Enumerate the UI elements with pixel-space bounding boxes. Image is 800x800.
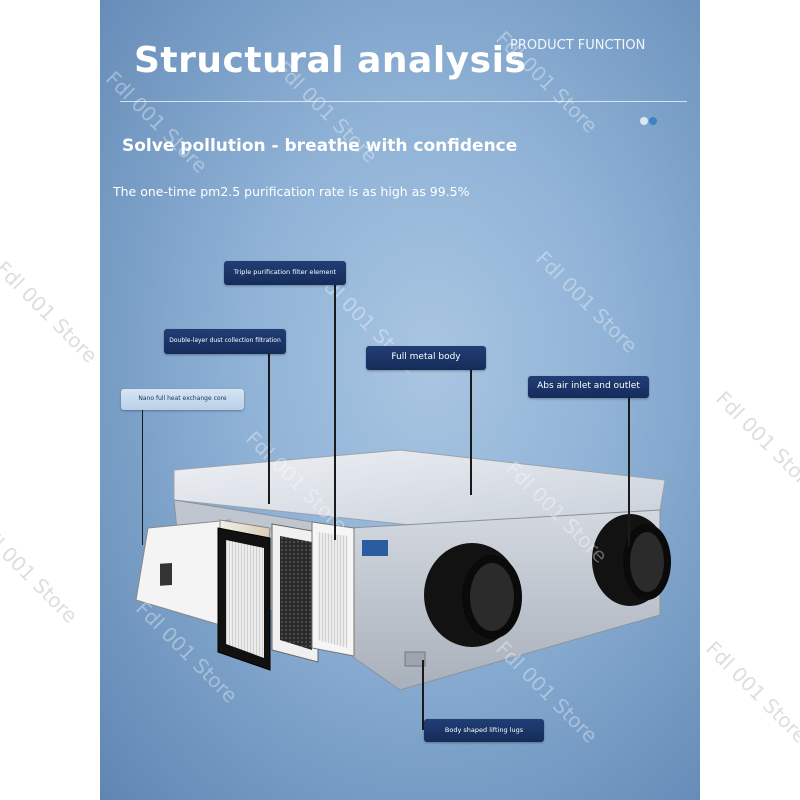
callout-line: [422, 660, 424, 730]
product-panel: Fdl 001 Store Fdl 001 Store Fdl 001 Stor…: [100, 0, 700, 800]
tagline: The one-time pm2.5 purification rate is …: [113, 184, 470, 199]
headline: Solve pollution - breathe with confidenc…: [122, 136, 518, 156]
label-nano-core: Nano full heat exchange core: [121, 389, 244, 410]
page-subtitle: PRODUCT FUNCTION: [510, 38, 646, 53]
label-double-layer: Double-layer dust collection filtration: [164, 329, 286, 354]
label-abs-air: Abs air inlet and outlet: [528, 376, 649, 398]
watermark: Fdl 001 Store: [0, 256, 103, 368]
label-full-metal: Full metal body: [366, 346, 486, 370]
callout-line: [334, 285, 336, 540]
label-lifting-lugs: Body shaped lifting lugs: [424, 719, 544, 742]
label-triple-filter: Triple purification filter element: [224, 261, 346, 285]
dot-icon: [640, 117, 648, 125]
dot-icon-active: [649, 117, 657, 125]
divider: [120, 101, 687, 102]
callout-line: [470, 370, 472, 495]
callout-line: [628, 398, 630, 546]
ventilator-illustration: [135, 449, 671, 691]
callout-line: [142, 410, 143, 545]
watermark: Fdl 001 Store: [701, 636, 800, 748]
watermark: Fdl 001 Store: [0, 516, 83, 628]
carousel-dots: [640, 110, 658, 129]
page-title: Structural analysis: [134, 40, 527, 81]
watermark: Fdl 001 Store: [711, 386, 800, 498]
callout-line: [268, 354, 270, 504]
